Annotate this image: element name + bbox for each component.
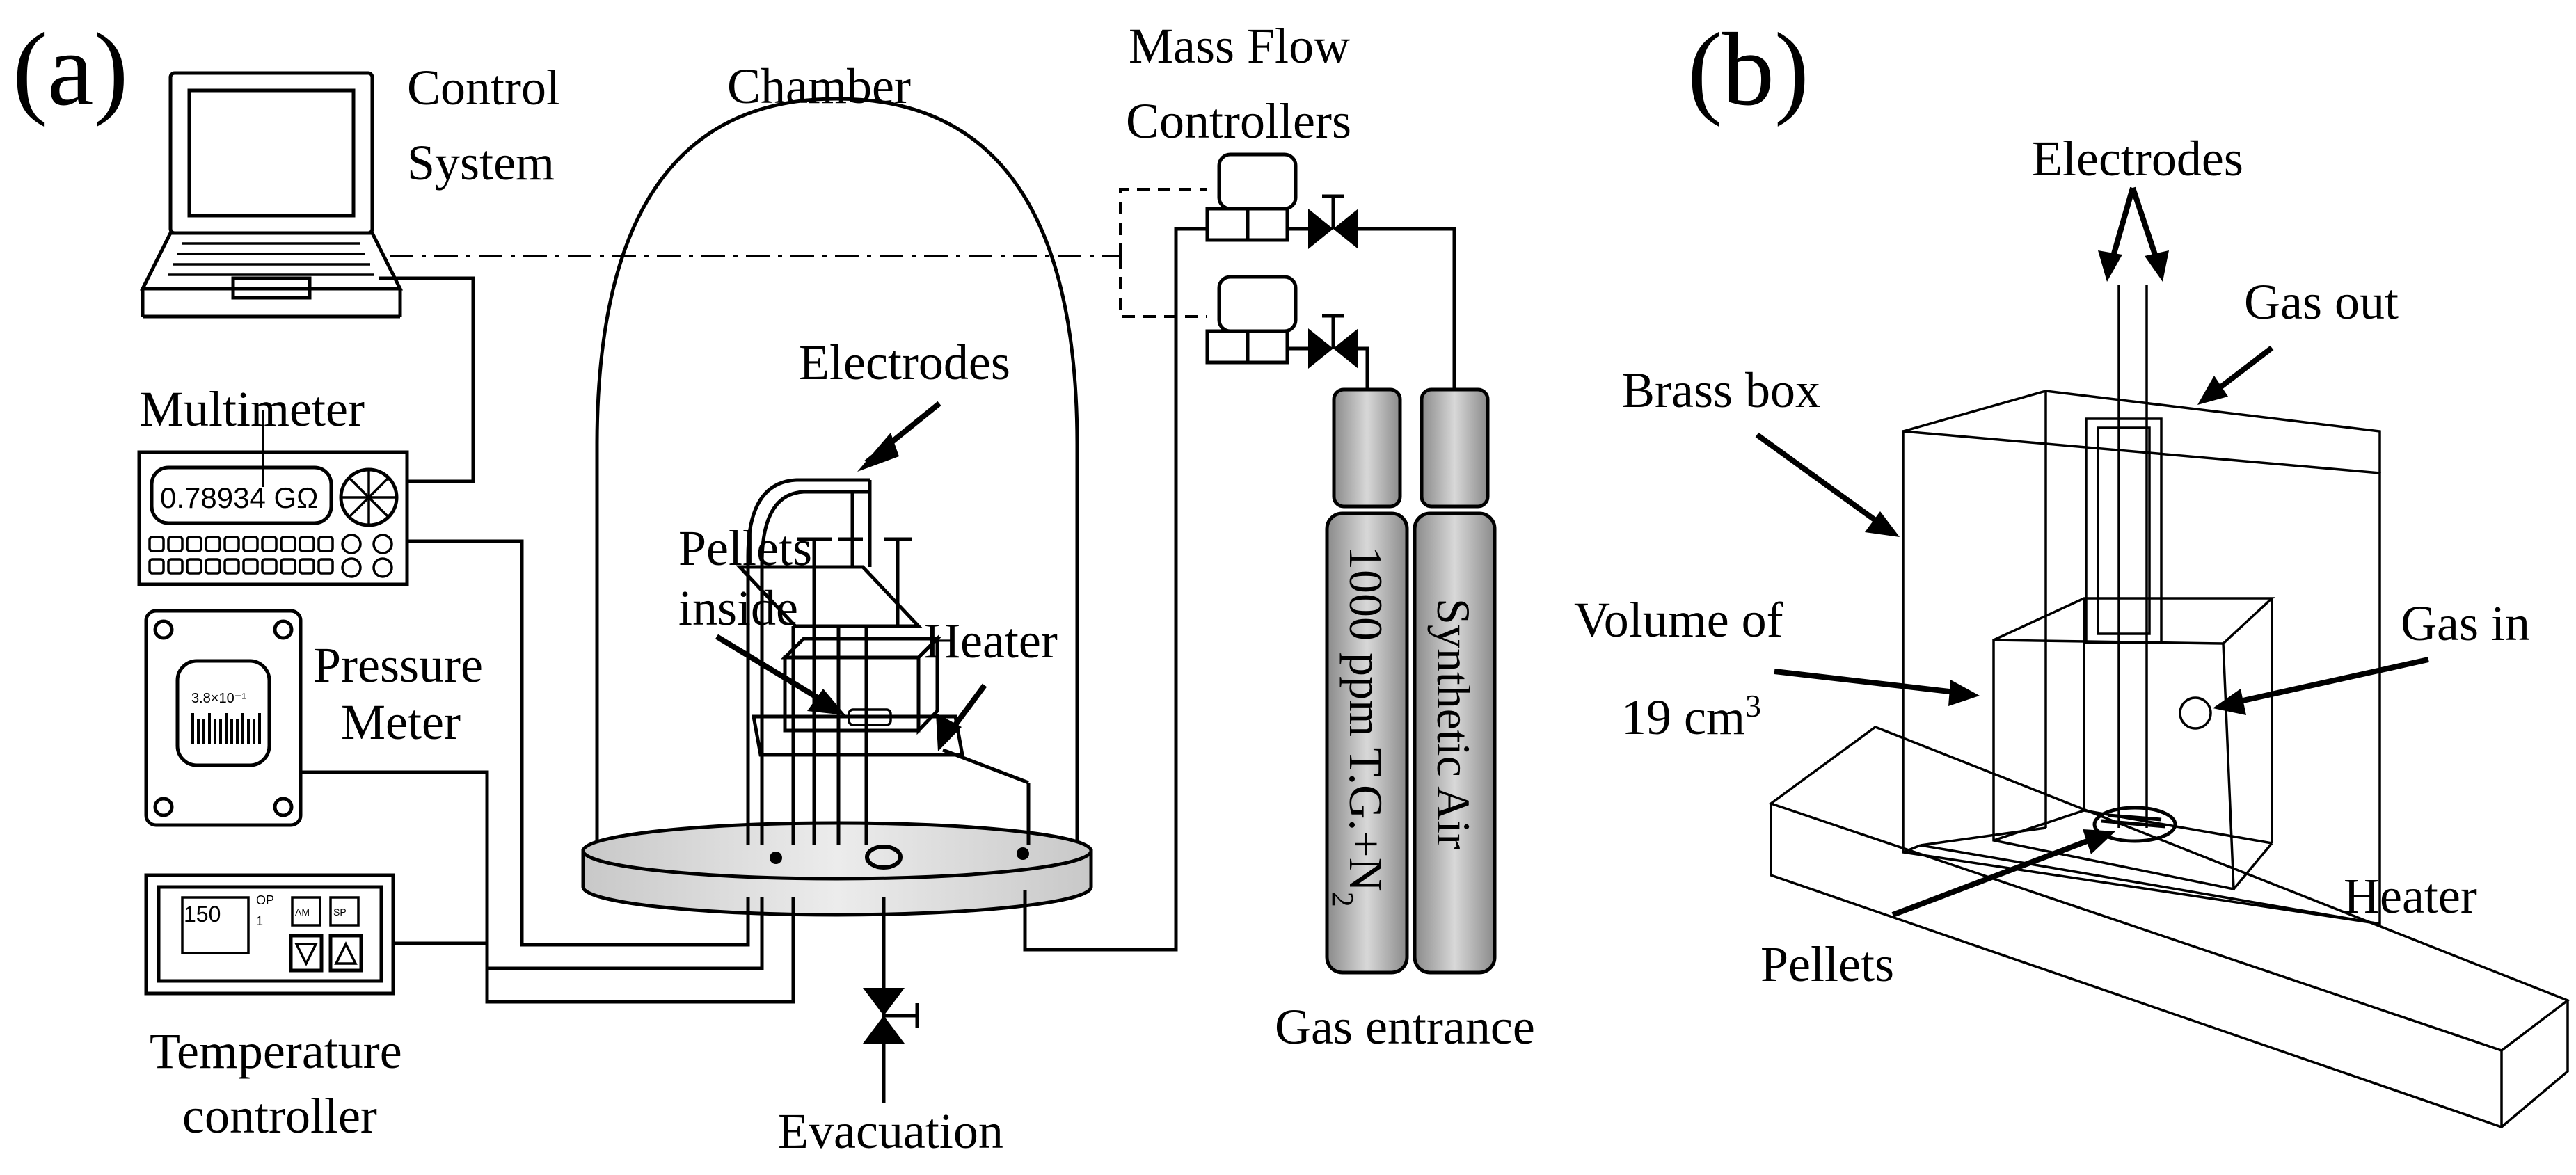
pressure-gauge-bar: [202, 719, 205, 744]
gas-entrance-label: Gas entrance: [1275, 999, 1535, 1055]
gas-cylinder-tg-n2: 1000 ppm T.G.+N2: [1325, 387, 1409, 975]
pressure-meter-label-1: Pressure: [313, 637, 483, 693]
pressure-gauge-bar: [258, 713, 261, 744]
multimeter-knob: [372, 557, 393, 578]
multimeter-key: [280, 558, 296, 575]
temp-key-sp: SP: [333, 906, 347, 918]
multimeter-key: [261, 558, 278, 575]
chamber-bell: [595, 97, 1079, 851]
panel-b-label: (b): [1687, 12, 1809, 127]
mass-flow-controller-2: [1205, 275, 1298, 365]
pressure-meter-icon: 3.8×10⁻¹: [144, 609, 303, 827]
pressure-gauge-bar: [219, 719, 222, 744]
electrodes-label-b: Electrodes: [2032, 131, 2243, 186]
multimeter-label: Multimeter: [139, 381, 365, 437]
multimeter-reading: 0.78934 GΩ: [160, 481, 319, 514]
pressure-gauge-bar: [230, 719, 233, 744]
volume-label-1: Volume of: [1574, 592, 1783, 648]
panel-a: (a) Control System Multimeter 0.78934 GΩ: [13, 12, 1535, 1159]
mass-flow-controller-1: [1205, 152, 1298, 242]
multimeter-key: [148, 536, 165, 552]
multimeter-key: [205, 558, 221, 575]
pressure-gauge-bar: [214, 719, 216, 744]
temperature-controller-icon: 150 OP 1 AM SP: [144, 873, 395, 996]
electrodes-label-a: Electrodes: [799, 335, 1010, 390]
valve-icon-1: [1308, 194, 1358, 249]
evacuation-valve-icon: [863, 988, 919, 1044]
panel-b: (b): [1574, 12, 2570, 1128]
multimeter-key: [317, 536, 334, 552]
cylinder-right-label: Synthetic Air: [1427, 598, 1480, 849]
valve-icon-2: [1308, 314, 1358, 369]
temp-op: OP: [256, 893, 274, 907]
multimeter-key: [223, 558, 240, 575]
multimeter-knob: [341, 534, 362, 554]
multimeter-key: [205, 536, 221, 552]
pressure-gauge-bar: [191, 713, 194, 744]
mass-flow-label-2: Controllers: [1126, 93, 1351, 149]
multimeter-key: [261, 536, 278, 552]
heater-label-b: Heater: [2344, 868, 2477, 924]
temp-display: 150: [184, 902, 221, 927]
pressure-reading: 3.8×10⁻¹: [191, 691, 246, 706]
electrode-assembly: [736, 478, 1031, 845]
gas-out-tube: [2085, 417, 2163, 644]
control-link-dashed: [1119, 188, 1207, 318]
heater-label-a: Heater: [924, 613, 1058, 669]
multimeter-key: [223, 536, 240, 552]
multimeter-key: [148, 558, 165, 575]
gas-out-label: Gas out: [2244, 274, 2399, 330]
mass-flow-label-1: Mass Flow: [1129, 18, 1350, 74]
pressure-gauge-bar: [241, 713, 244, 744]
pressure-gauge-bar: [208, 713, 211, 744]
control-system-label-1: Control: [407, 60, 560, 115]
gas-in-label: Gas in: [2401, 596, 2530, 651]
gas-cylinder-synthetic-air: Synthetic Air: [1413, 387, 1497, 975]
multimeter-knob: [372, 534, 393, 554]
chamber-label: Chamber: [727, 58, 911, 114]
pressure-meter-label-2: Meter: [341, 694, 461, 750]
multimeter-knob: [341, 557, 362, 578]
temperature-controller-label-1: Temperature: [150, 1023, 402, 1079]
brass-box: [1902, 390, 2381, 926]
multimeter-key: [280, 536, 296, 552]
temperature-controller-label-2: controller: [182, 1088, 377, 1144]
temp-op-value: 1: [256, 914, 263, 928]
control-system-label-2: System: [407, 135, 555, 191]
pressure-gauge-bar: [197, 719, 200, 744]
multimeter-key: [186, 536, 202, 552]
pressure-gauge-bar: [225, 713, 228, 744]
chamber-base: [581, 821, 1093, 917]
brass-box-label: Brass box: [1621, 362, 1820, 418]
pellet-icon: [2092, 806, 2177, 843]
multimeter-key: [186, 558, 202, 575]
heater-slab: [1768, 726, 2570, 1128]
multimeter-key: [167, 558, 184, 575]
pressure-gauge-bar: [253, 719, 255, 744]
pellets-inside-label-2: inside: [678, 580, 798, 636]
multimeter-key: [317, 558, 334, 575]
evacuation-label: Evacuation: [778, 1103, 1003, 1159]
panel-a-label: (a): [13, 12, 128, 127]
multimeter-key: [242, 536, 259, 552]
multimeter-key: [242, 558, 259, 575]
temp-key-am: AM: [295, 906, 310, 918]
pellets-label: Pellets: [1760, 936, 1894, 992]
multimeter-key: [299, 536, 315, 552]
multimeter-key: [299, 558, 315, 575]
multimeter-icon: 0.78934 GΩ: [137, 450, 409, 586]
pressure-gauge-bar: [247, 719, 250, 744]
pellets-inside-label-1: Pellets: [678, 520, 812, 576]
laptop-icon: [139, 71, 404, 319]
volume-label-2: 19 cm3: [1621, 688, 1761, 746]
pressure-gauge-bar: [236, 719, 239, 744]
cylinder-left-label: 1000 ppm T.G.+N2: [1326, 546, 1393, 907]
multimeter-key: [167, 536, 184, 552]
gas-in-port: [2179, 696, 2212, 730]
